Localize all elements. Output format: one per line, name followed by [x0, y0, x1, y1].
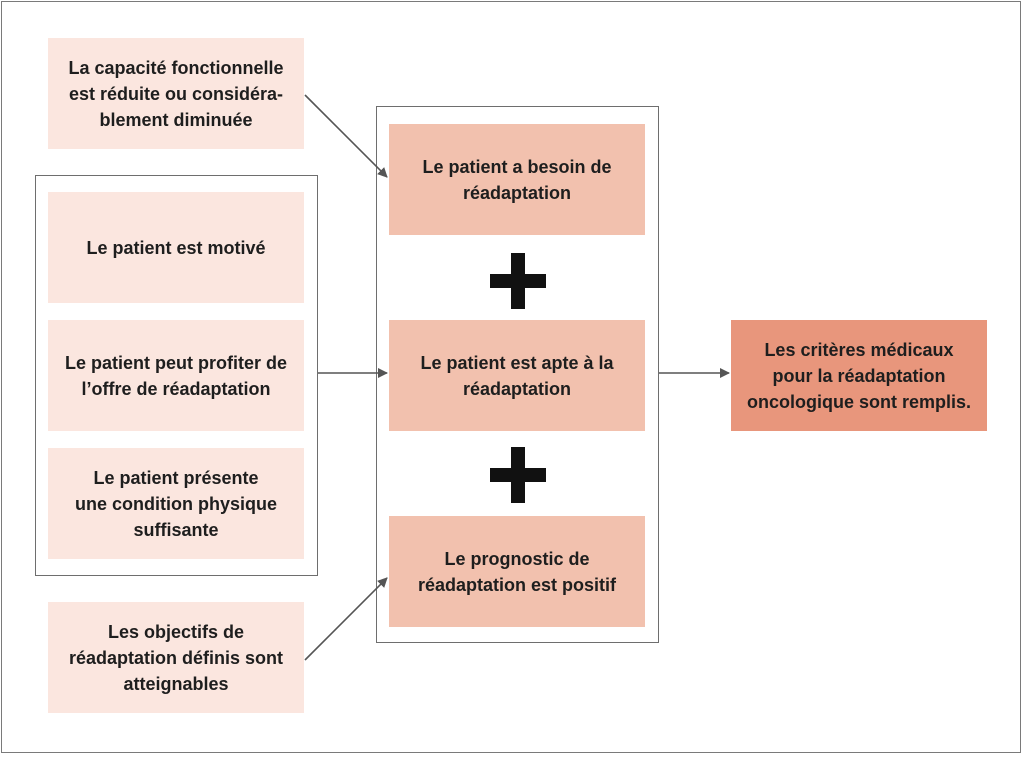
box-apte-readaptation: Le patient est apte à la réadaptation: [389, 320, 645, 431]
box-patient-profiter: Le patient peut profiter de l’offre de r…: [48, 320, 304, 431]
box-patient-motive: Le patient est motivé: [48, 192, 304, 303]
arrow-capacite-to-besoin: [304, 94, 388, 178]
arrow-objectifs-to-pronostic: [304, 577, 388, 661]
box-pronostic-positif: Le prognostic de réadaptation est positi…: [389, 516, 645, 627]
box-objectifs-atteignables: Les objectifs de réadaptation définis so…: [48, 602, 304, 713]
box-criteres-remplis: Les critères médicaux pour la réadaptati…: [731, 320, 987, 431]
plus-icon: [490, 253, 546, 309]
center-criteria-group: [376, 106, 659, 643]
plus-icon: [490, 447, 546, 503]
box-capacite-fonctionnelle: La capacité fonctionnelle est réduite ou…: [48, 38, 304, 149]
box-besoin-readaptation: Le patient a besoin de réadaptation: [389, 124, 645, 235]
box-condition-physique: Le patient présente une condition physiq…: [48, 448, 304, 559]
left-criteria-group: [35, 175, 318, 576]
